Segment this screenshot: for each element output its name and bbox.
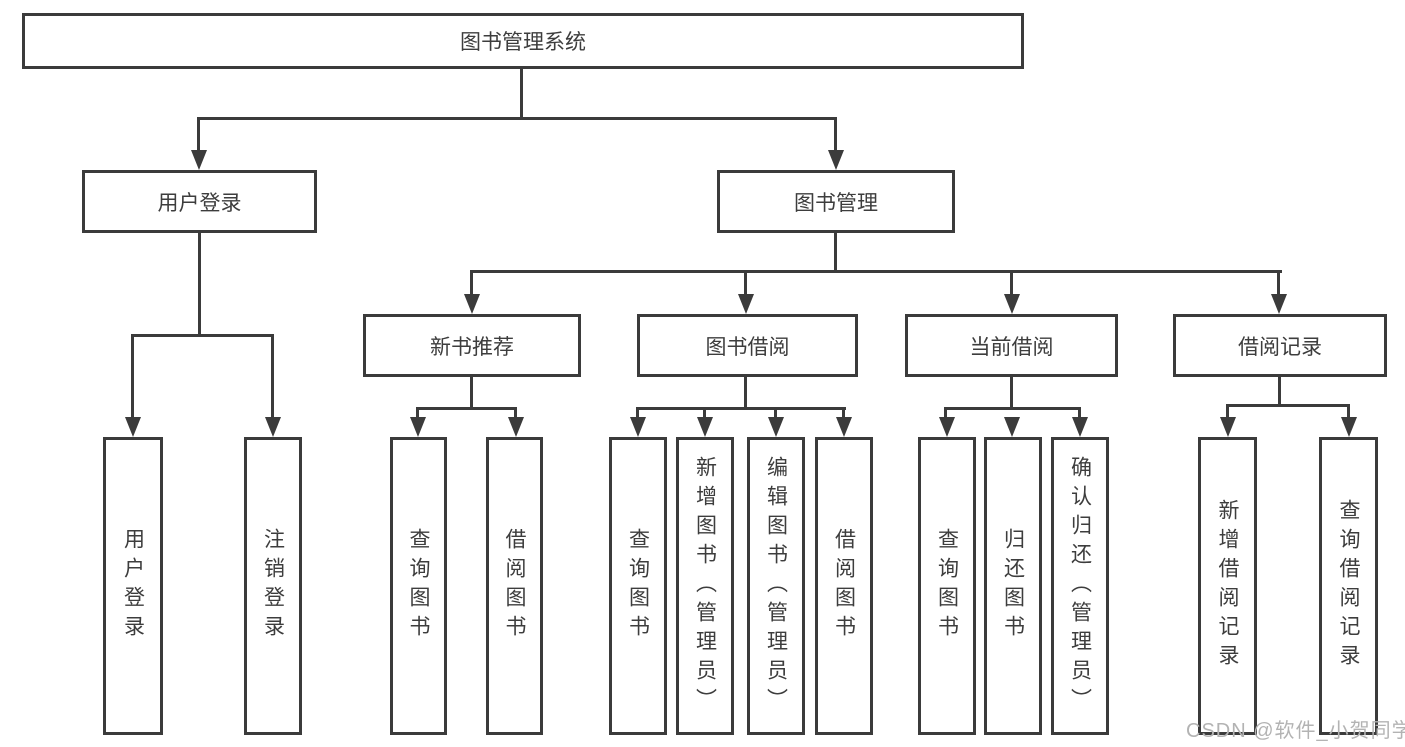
node-library-management-system: 图书管理系统 [22,13,1024,69]
connector-line [197,117,837,120]
arrow-down-icon [265,417,281,437]
connector-line [1226,404,1350,407]
leaf-logout: 注销登录 [244,437,302,735]
connector-line [636,407,846,410]
leaf-user-login: 用户登录 [103,437,163,735]
connector-line [1347,404,1350,418]
leaf-borrow-books-recommend: 借阅图书 [486,437,543,735]
connector-line [197,117,200,153]
leaf-add-books-admin: 新增图书（管理员） [676,437,734,735]
node-user-login-group: 用户登录 [82,170,317,233]
connector-line [416,407,517,410]
csdn-watermark: CSDN @软件_小贺同学 [1186,720,1405,742]
connector-line [198,233,201,337]
connector-line [774,407,777,418]
leaf-query-books-current: 查询图书 [918,437,976,735]
node-new-book-recommend: 新书推荐 [363,314,581,377]
connector-line [703,407,706,418]
connector-line [470,270,1282,273]
arrow-down-icon [125,417,141,437]
connector-line [514,407,517,418]
connector-line [744,377,747,408]
connector-line [131,334,274,337]
leaf-add-borrow-record: 新增借阅记录 [1198,437,1257,735]
node-current-borrowing: 当前借阅 [905,314,1118,377]
connector-line [1010,270,1013,296]
connector-line [470,377,473,410]
arrow-down-icon [1341,417,1357,437]
connector-line [520,69,523,118]
arrow-down-icon [1072,417,1088,437]
leaf-return-books: 归还图书 [984,437,1042,735]
connector-line [1226,404,1229,418]
arrow-down-icon [630,417,646,437]
arrow-down-icon [836,417,852,437]
arrow-down-icon [1004,294,1020,314]
connector-line [944,407,947,418]
node-book-borrowing: 图书借阅 [637,314,858,377]
node-book-management-group: 图书管理 [717,170,955,233]
connector-line [834,233,837,273]
connector-line [470,270,473,296]
connector-line [416,407,419,418]
leaf-query-borrow-record: 查询借阅记录 [1319,437,1378,735]
connector-line [944,407,1081,410]
connector-line [271,334,274,419]
leaf-query-books-recommend: 查询图书 [390,437,447,735]
leaf-confirm-return-admin: 确认归还（管理员） [1051,437,1109,735]
arrow-down-icon [1004,417,1020,437]
connector-line [1278,377,1281,406]
arrow-down-icon [738,294,754,314]
connector-line [834,117,837,153]
arrow-down-icon [410,417,426,437]
arrow-down-icon [828,150,844,170]
connector-line [1078,407,1081,418]
arrow-down-icon [508,417,524,437]
connector-line [636,407,639,418]
arrow-down-icon [697,417,713,437]
connector-line [131,334,134,419]
node-borrowing-records: 借阅记录 [1173,314,1387,377]
leaf-edit-books-admin: 编辑图书（管理员） [747,437,805,735]
arrow-down-icon [191,150,207,170]
arrow-down-icon [1271,294,1287,314]
leaf-query-books-borrowing: 查询图书 [609,437,667,735]
arrow-down-icon [464,294,480,314]
connector-line [842,407,845,418]
arrow-down-icon [939,417,955,437]
connector-line [744,270,747,296]
connector-line [1277,270,1280,296]
arrow-down-icon [1220,417,1236,437]
arrow-down-icon [768,417,784,437]
leaf-borrow-books: 借阅图书 [815,437,873,735]
connector-line [1010,377,1013,408]
